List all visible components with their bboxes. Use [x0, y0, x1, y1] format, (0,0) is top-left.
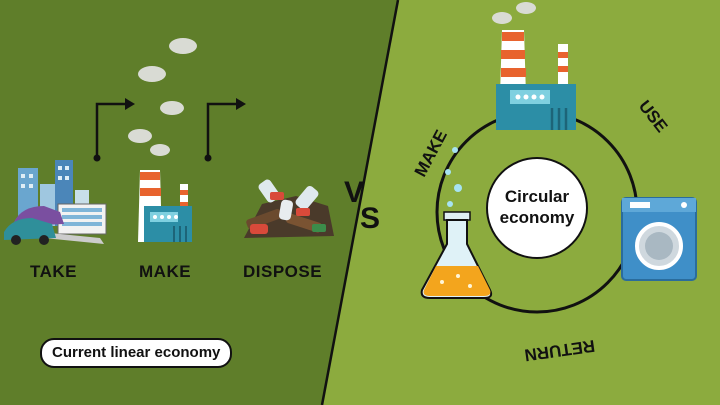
- versus-s: S: [360, 202, 380, 235]
- left-panel-bg: [0, 0, 398, 405]
- flow-arrow-1-head: [125, 98, 135, 110]
- cycle-factory-icon: [492, 2, 576, 130]
- take-illustration: [4, 160, 107, 245]
- flow-arrow-2: [206, 102, 236, 158]
- flask-icon: [420, 147, 493, 299]
- flow-arrow-2-dot: [204, 154, 212, 162]
- center-circle: [486, 157, 588, 259]
- make-factory-illustration: [128, 38, 197, 242]
- center-label-line1: Circular: [505, 187, 570, 206]
- washing-machine-icon: [621, 197, 697, 281]
- step-label-take: TAKE: [30, 262, 78, 281]
- flow-arrow-2-head: [236, 98, 246, 110]
- flow-arrow-1-dot: [93, 154, 101, 162]
- dispose-trash-illustration: [244, 179, 334, 238]
- versus-v: V: [344, 176, 364, 209]
- step-label-make: MAKE: [139, 262, 192, 281]
- flow-arrow-1: [95, 102, 125, 158]
- center-label-line2: economy: [500, 208, 575, 227]
- step-label-dispose: DISPOSE: [243, 262, 323, 281]
- linear-economy-caption: Current linear economy: [40, 338, 233, 368]
- divider-line: [320, 0, 400, 405]
